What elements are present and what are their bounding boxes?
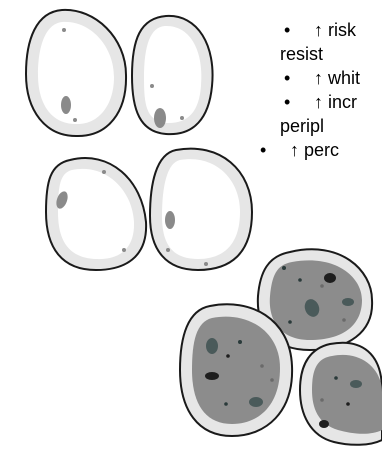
nucleus [61,96,71,114]
white-adipocyte-cell [150,149,252,270]
bullet-text: ↑ perc [290,138,360,162]
bullet-item: • ↑ incr peripl [282,90,360,138]
bullet-text: ↑ risk [314,18,360,42]
white-adipocyte-cell [132,16,213,134]
bullet-text: ↑ whit [314,66,360,90]
bullet-list: • ↑ risk resist • ↑ whit • ↑ incr peripl… [282,18,360,162]
bullet-text: ↑ incr [314,90,360,114]
bullet-marker: • [260,138,266,162]
white-adipocyte-cell [46,158,146,270]
nucleus [165,211,175,229]
white-adipocyte-cell [26,10,126,136]
brown-adipocyte-cell [300,343,382,445]
white-adipocyte-cluster [26,10,252,270]
bullet-text-continued: resist [280,42,360,66]
bullet-item: • ↑ risk resist [282,18,360,66]
bullet-marker: • [284,66,290,90]
bullet-item: • ↑ whit [282,66,360,90]
brown-adipocyte-cluster [180,249,382,444]
bullet-marker: • [284,18,290,42]
nucleus [154,108,166,128]
bullet-text-continued: peripl [280,114,360,138]
brown-adipocyte-cell [180,304,292,436]
bullet-item: • ↑ perc [258,138,360,162]
bullet-marker: • [284,90,290,114]
